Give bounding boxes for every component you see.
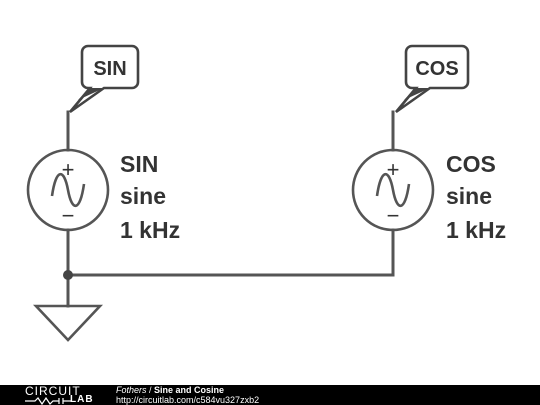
voltage-source-cos[interactable]: + − <box>351 148 435 232</box>
plus-sign: + <box>62 157 75 182</box>
net-label-cos-text: COS <box>415 58 458 80</box>
circuit-url[interactable]: http://circuitlab.com/c584vu327zxb2 <box>116 395 260 405</box>
source-cos-name: COS <box>446 151 496 177</box>
circuit-info: Fothers / Sine and Cosine http://circuit… <box>116 385 259 405</box>
net-label-sin-text: SIN <box>93 58 126 80</box>
minus-sign: − <box>387 203 400 228</box>
net-label-sin[interactable]: SIN <box>69 44 140 114</box>
circuit-title[interactable]: Sine and Cosine <box>154 385 225 395</box>
author-link[interactable]: Fothers <box>116 385 147 395</box>
voltage-source-sin[interactable]: + − <box>26 148 110 232</box>
sine-wave-icon <box>375 172 411 208</box>
net-label-cos-pointer <box>404 88 430 100</box>
sine-wave-icon <box>50 172 86 208</box>
minus-sign: − <box>62 203 75 228</box>
circuitlab-logo[interactable]: CIRCUIT LAB <box>22 384 102 405</box>
source-cos-freq: 1 kHz <box>446 217 506 243</box>
source-sin-name: SIN <box>120 151 158 177</box>
source-sin-type: sine <box>120 183 166 209</box>
source-sin-freq: 1 kHz <box>120 217 180 243</box>
breadcrumb-separator: / <box>146 385 155 395</box>
footer-bar: CIRCUIT LAB Fothers / Sine and Cosine ht… <box>0 384 540 405</box>
net-label-sin-pointer <box>78 88 104 100</box>
resistor-icon <box>25 397 71 405</box>
wire-cos-bottom[interactable] <box>66 228 395 277</box>
logo-lab-text: LAB <box>70 394 94 405</box>
junction-dot <box>63 270 73 280</box>
ground-symbol[interactable] <box>32 304 104 342</box>
source-cos-type: sine <box>446 183 492 209</box>
plus-sign: + <box>387 157 400 182</box>
schematic-canvas: SIN COS + − SIN sine 1 kHz + − COS sine … <box>26 44 506 342</box>
net-label-cos[interactable]: COS <box>395 44 470 114</box>
logo-circuit-text: CIRCUIT <box>25 384 81 398</box>
